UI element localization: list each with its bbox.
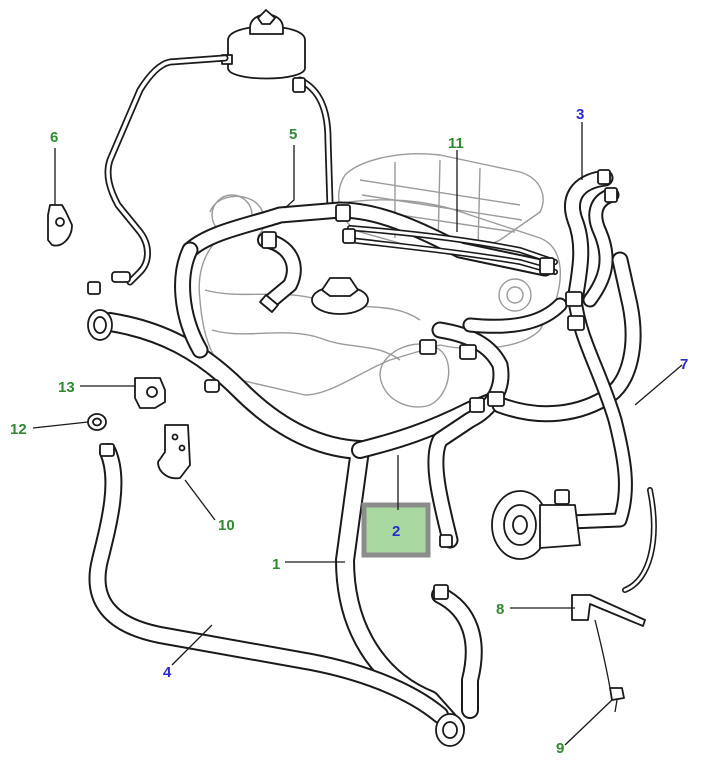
part-13-bracket — [134, 377, 166, 409]
expansion-pipes — [104, 54, 334, 286]
hose-4 — [88, 443, 449, 724]
part-9-bolt — [609, 687, 625, 713]
bypass-pipe — [622, 487, 657, 593]
hose-1-upper — [351, 391, 504, 459]
callout-2-highlight — [361, 502, 431, 558]
expansion-tank — [221, 9, 306, 80]
pipe-ends — [87, 271, 465, 747]
part-6-clip — [47, 204, 73, 247]
callouts: 1 2 3 4 5 6 7 8 9 10 11 12 13 — [10, 106, 688, 757]
hose-7 — [491, 251, 642, 530]
hose-1 — [100, 312, 465, 738]
hose-clamps — [87, 77, 618, 600]
pipe-11 — [347, 225, 558, 275]
callout-5[interactable]: 5 — [289, 126, 297, 143]
callout-13[interactable]: 13 — [58, 379, 75, 396]
oil-filler-cap — [311, 277, 369, 315]
hose-5-branch — [257, 232, 302, 313]
leader-lines — [32, 122, 683, 746]
part-8-bracket — [571, 594, 646, 689]
water-pump-pulley — [491, 490, 581, 560]
callout-6[interactable]: 6 — [50, 129, 58, 146]
callout-11[interactable]: 11 — [448, 135, 464, 152]
callout-8[interactable]: 8 — [496, 601, 504, 618]
callout-9[interactable]: 9 — [556, 740, 564, 757]
hose-pulley — [462, 297, 568, 334]
hose-2 — [427, 321, 510, 549]
callout-1[interactable]: 1 — [272, 556, 280, 573]
hose-2-lower — [431, 586, 483, 719]
side-clamp — [204, 379, 220, 393]
callout-12[interactable]: 12 — [10, 421, 27, 438]
callout-3[interactable]: 3 — [576, 106, 584, 123]
callout-4[interactable]: 4 — [163, 664, 172, 681]
hose-left-link — [174, 241, 209, 359]
hose-3 — [564, 169, 620, 309]
callout-7[interactable]: 7 — [680, 356, 688, 373]
callout-2[interactable]: 2 — [392, 523, 400, 540]
part-12-grommet — [87, 413, 107, 431]
part-10-bracket — [157, 424, 191, 480]
callout-10[interactable]: 10 — [218, 517, 235, 534]
